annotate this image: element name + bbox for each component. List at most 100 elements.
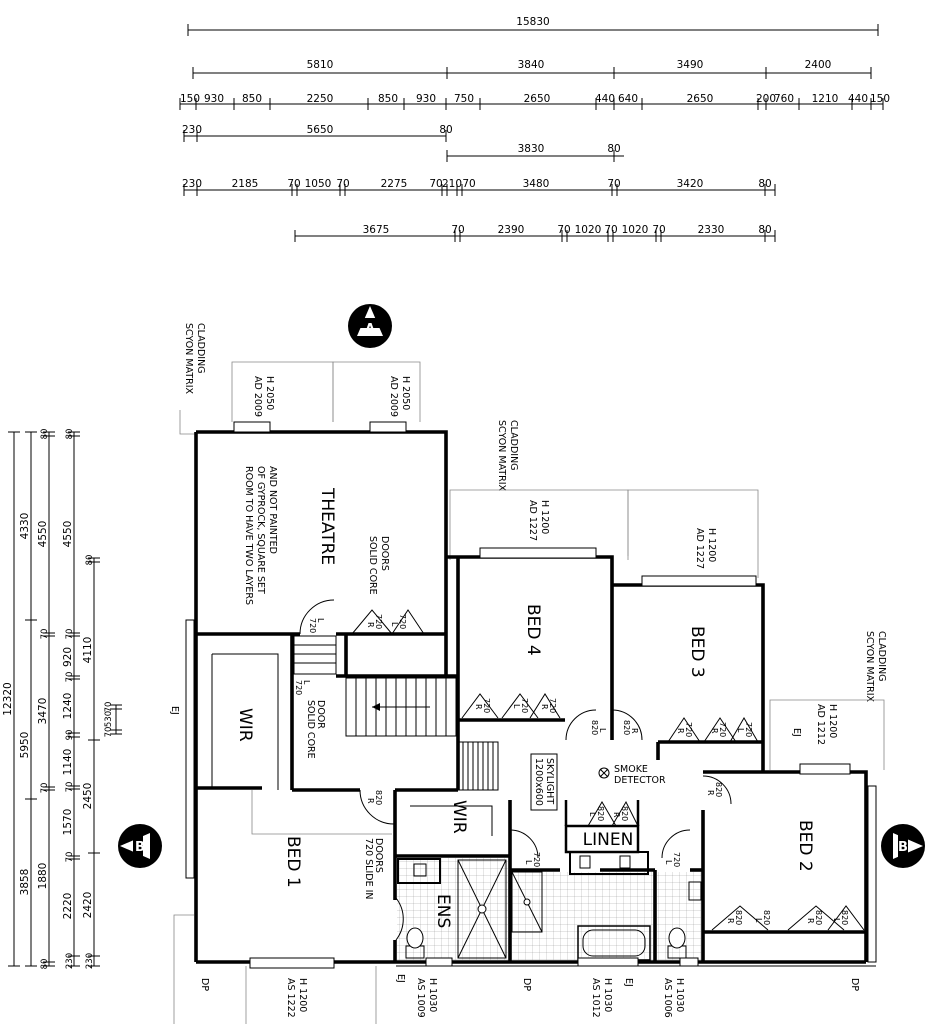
section-marker-b-right: B bbox=[881, 824, 925, 868]
section-label: B bbox=[898, 840, 908, 855]
room-labels: THEATRE ROOM TO HAVE TWO LAYERS OF GYPRO… bbox=[235, 466, 815, 928]
dim-col-2: 4330 5950 3858 bbox=[19, 431, 37, 967]
room-ens: ENS bbox=[433, 894, 453, 928]
cladding-label: CLADDING bbox=[195, 323, 206, 374]
note-line: DOOR bbox=[315, 700, 326, 729]
window-height: H 2050 bbox=[264, 376, 275, 410]
door-width: 820 bbox=[374, 790, 383, 805]
cladding-label: SCYON MATRIX bbox=[183, 323, 194, 395]
door-hand: R bbox=[474, 704, 483, 710]
ej-label: EJ bbox=[395, 974, 406, 983]
window-height: H 1200 bbox=[706, 528, 717, 562]
cladding-note-middle: SCYON MATRIX CLADDING bbox=[496, 420, 519, 492]
dim-label: 760 bbox=[774, 93, 794, 105]
dim-label: 70 bbox=[104, 727, 114, 738]
dim-label: 70 bbox=[462, 178, 475, 190]
door-hand: L bbox=[512, 704, 521, 709]
dim-label: 80 bbox=[65, 429, 75, 440]
dim-label: 80 bbox=[40, 429, 50, 440]
door-width: 720 bbox=[672, 852, 681, 867]
window-ad-2009-a: AD 2009 H 2050 bbox=[252, 376, 275, 417]
dp-label: DP bbox=[849, 978, 860, 991]
door-width: 820 bbox=[734, 910, 743, 925]
room-bed-1: BED 1 bbox=[283, 836, 303, 888]
door-width: 720 bbox=[744, 722, 753, 737]
door-hand: R bbox=[676, 728, 685, 734]
ej-label: EJ bbox=[791, 728, 802, 737]
window-ad-1212: AD 1212 H 1200 bbox=[815, 704, 838, 745]
dim-label: 70 bbox=[429, 178, 442, 190]
dim-label: 3470 bbox=[37, 698, 49, 725]
section-label: A bbox=[365, 322, 375, 337]
window-openings bbox=[233, 421, 851, 969]
dim-row-3: 150 930 850 2250 850 930 750 2650 440 64… bbox=[179, 93, 890, 110]
dim-label: 80 bbox=[758, 178, 771, 190]
door-width: 820 bbox=[590, 720, 599, 735]
smoke-detector-label: DETECTOR bbox=[614, 775, 666, 786]
dim-label: 230 bbox=[85, 953, 95, 969]
door-width: 820 bbox=[840, 910, 849, 925]
dim-label: 930 bbox=[204, 93, 224, 105]
door-width: 720 bbox=[308, 618, 317, 633]
dim-label: 210 bbox=[442, 178, 462, 190]
dim-label: 70 bbox=[287, 178, 300, 190]
top-dimensions: 15830 5810 3840 3490 2400 150 930 850 bbox=[179, 16, 890, 242]
door-width: 720 bbox=[718, 722, 727, 737]
dim-label: 80 bbox=[40, 959, 50, 970]
window-code: AD 1227 bbox=[527, 500, 538, 541]
dim-label: 80 bbox=[439, 124, 452, 136]
dim-label: 70 bbox=[336, 178, 349, 190]
dim-label: 70 bbox=[40, 783, 50, 794]
skylight-size: 1200x600 bbox=[533, 758, 544, 806]
door-width: 820 bbox=[714, 782, 723, 797]
note-line: 720 SLIDE IN bbox=[363, 838, 374, 900]
dim-label: 90 bbox=[65, 730, 75, 741]
room-wir-right: WIR bbox=[449, 800, 469, 834]
dim-label: 150 bbox=[870, 93, 890, 105]
door-hand: R bbox=[612, 812, 621, 818]
window-ad-1227-a: AD 1227 H 1200 bbox=[527, 500, 550, 541]
dim-label: 5950 bbox=[19, 732, 31, 759]
dim-label: 230 bbox=[65, 953, 75, 969]
dp-label: DP bbox=[199, 978, 210, 991]
door-labels: 720 L 720 R 720 L 720 L 820 R 720 R 720 … bbox=[294, 614, 849, 925]
dim-label: 4330 bbox=[19, 513, 31, 540]
expansion-joints-downpipes: EJ EJ EJ EJ DP DP DP bbox=[169, 706, 860, 991]
cladding-label: CLADDING bbox=[508, 420, 519, 471]
dim-label: 2220 bbox=[62, 893, 74, 920]
window-as-1222: AS 1222 H 1200 bbox=[285, 978, 308, 1018]
window-height: H 1030 bbox=[602, 978, 613, 1012]
dim-label: 2450 bbox=[82, 783, 94, 810]
dim-label: 750 bbox=[454, 93, 474, 105]
dim-label: 230 bbox=[182, 124, 202, 136]
dim-label: 3490 bbox=[677, 59, 704, 71]
dim-label: 70 bbox=[40, 629, 50, 640]
room-bed-2: BED 2 bbox=[795, 820, 815, 872]
window-height: H 1030 bbox=[427, 978, 438, 1012]
slide-in-doors-note: 720 SLIDE IN DOORS bbox=[363, 838, 384, 900]
dim-label: 2390 bbox=[498, 224, 525, 236]
dim-label: 1240 bbox=[62, 693, 74, 720]
dim-label: 440 bbox=[848, 93, 868, 105]
door-hand: L bbox=[754, 918, 763, 923]
dim-label: 850 bbox=[242, 93, 262, 105]
dp-label: DP bbox=[521, 978, 532, 991]
door-hand: R bbox=[726, 918, 735, 924]
door-hand: R bbox=[540, 704, 549, 710]
dim-label: 2400 bbox=[805, 59, 832, 71]
door-hand: L bbox=[316, 618, 325, 623]
dim-label: 3675 bbox=[363, 224, 390, 236]
door-width: 720 bbox=[532, 852, 541, 867]
door-width: 820 bbox=[762, 910, 771, 925]
door-hand: L bbox=[390, 622, 399, 627]
dim-row-2: 5810 3840 3490 2400 bbox=[192, 59, 872, 79]
door-hand: L bbox=[664, 860, 673, 865]
door-hand: L bbox=[598, 728, 607, 733]
door-hand: L bbox=[302, 680, 311, 685]
staircase bbox=[293, 635, 499, 791]
cladding-label: SCYON MATRIX bbox=[864, 631, 875, 703]
smoke-detector: SMOKE DETECTOR bbox=[598, 764, 666, 786]
dim-label: 850 bbox=[378, 93, 398, 105]
window-as-1006: AS 1006 H 1030 bbox=[662, 978, 685, 1018]
